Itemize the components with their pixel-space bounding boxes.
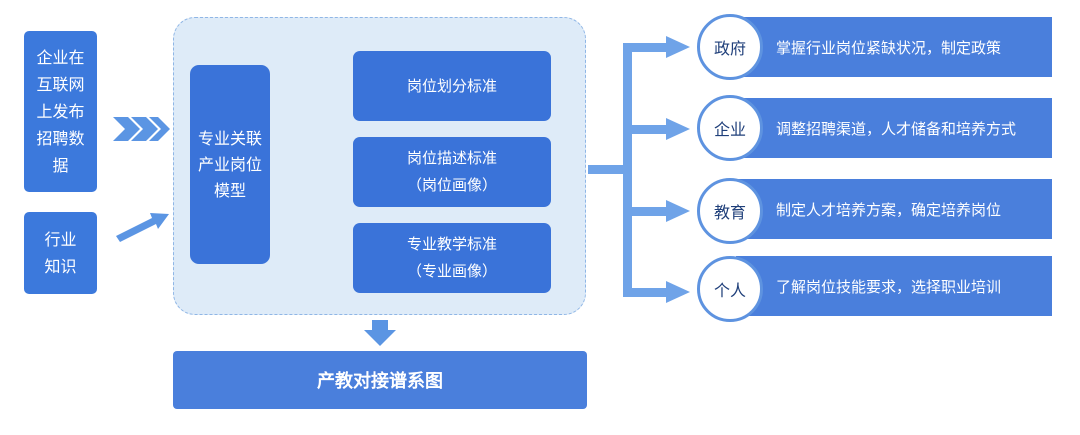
role-bar-enterprise: 调整招聘渠道，人才储备和培养方式 <box>736 98 1052 158</box>
source-box-industry-knowledge: 行业 知识 <box>24 212 97 294</box>
source-line: 招聘数 <box>36 129 85 148</box>
role-bar-education: 制定人才培养方案，确定培养岗位 <box>736 179 1052 239</box>
role-name: 企业 <box>713 120 746 139</box>
model-line: 产业岗位 <box>197 154 262 174</box>
role-desc: 了解岗位技能要求，选择职业培训 <box>776 277 1002 296</box>
standard-box-teaching: 专业教学标准 （专业画像） <box>353 223 551 293</box>
source-line: 行业 <box>44 230 77 249</box>
role-desc: 掌握行业岗位紧缺状况，制定政策 <box>776 38 1002 57</box>
source-line: 上发布 <box>36 102 85 121</box>
standard-line: （岗位画像） <box>406 176 497 194</box>
role-desc: 制定人才培养方案，确定培养岗位 <box>776 200 1002 219</box>
role-bar-government: 掌握行业岗位紧缺状况，制定政策 <box>736 17 1052 77</box>
standard-box-position-division: 岗位划分标准 <box>353 51 551 121</box>
source-line: 据 <box>52 156 69 175</box>
model-box: 专业关联 产业岗位 模型 <box>190 65 270 264</box>
role-circle-individual: 个人 <box>697 256 763 322</box>
role-name: 政府 <box>713 39 746 58</box>
role-circle-education: 教育 <box>697 178 763 244</box>
standard-box-position-description: 岗位描述标准 （岗位画像） <box>353 137 551 207</box>
model-line: 专业关联 <box>197 128 262 148</box>
output-label: 产教对接谱系图 <box>317 371 443 392</box>
output-bar: 产教对接谱系图 <box>173 351 587 409</box>
role-name: 个人 <box>713 281 746 300</box>
down-arrow-icon <box>364 320 396 346</box>
role-bar-individual: 了解岗位技能要求，选择职业培训 <box>736 256 1052 316</box>
source-line: 企业在 <box>36 48 85 67</box>
double-chevron-arrow-icon <box>113 117 170 141</box>
source-line: 知识 <box>44 257 77 276</box>
source-box-recruitment-data: 企业在 互联网 上发布 招聘数 据 <box>24 31 97 192</box>
standard-line: （专业画像） <box>406 262 497 280</box>
role-circle-government: 政府 <box>697 14 763 80</box>
role-circle-enterprise: 企业 <box>697 95 763 161</box>
standard-line: 岗位划分标准 <box>406 76 497 95</box>
standard-line: 岗位描述标准 <box>406 149 497 167</box>
role-name: 教育 <box>713 203 746 222</box>
diagonal-arrow-icon <box>116 213 169 242</box>
role-desc: 调整招聘渠道，人才储备和培养方式 <box>776 119 1017 138</box>
standard-line: 专业教学标准 <box>406 235 497 253</box>
source-line: 互联网 <box>36 75 85 94</box>
model-line: 模型 <box>213 180 246 200</box>
role-branch-connector <box>588 36 690 303</box>
